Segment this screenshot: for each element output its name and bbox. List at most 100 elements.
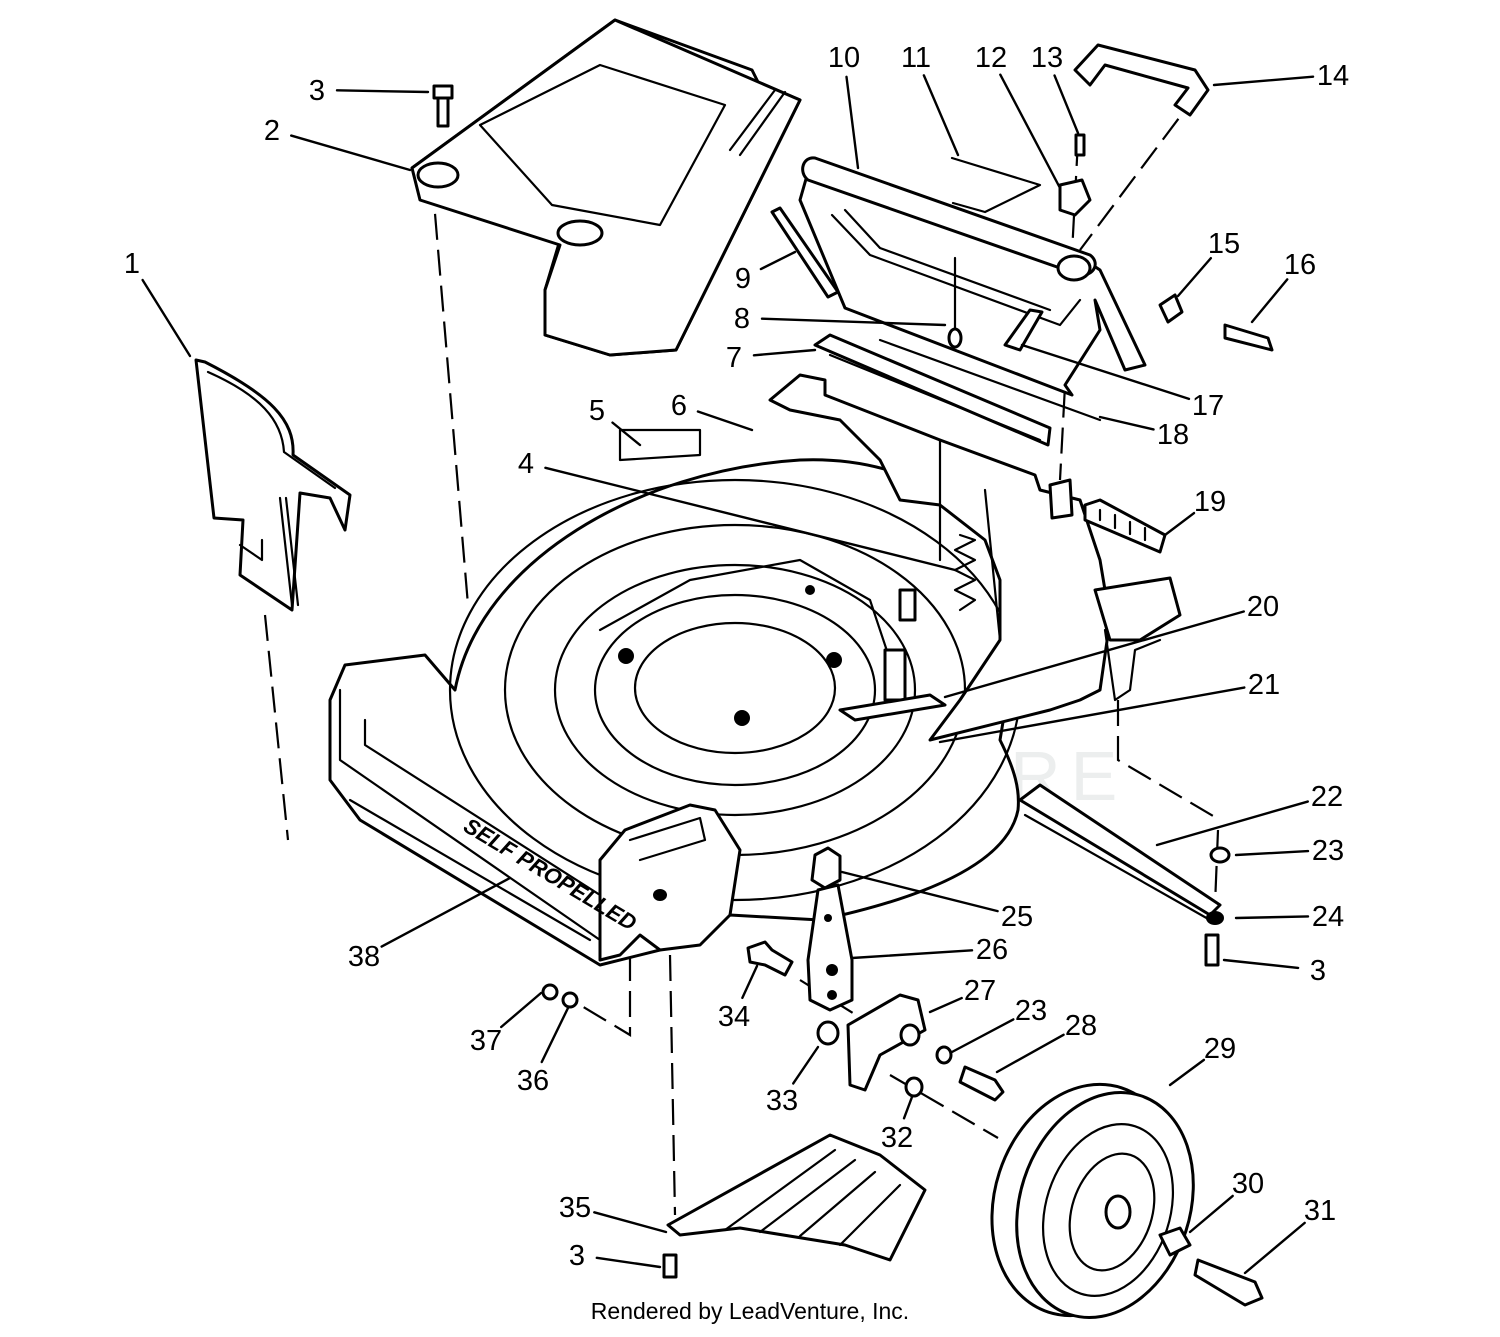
callout-number: 19 bbox=[1194, 486, 1226, 518]
leader-line bbox=[1243, 1221, 1306, 1275]
wheel-bracket bbox=[816, 993, 1005, 1102]
leader-line bbox=[1250, 278, 1289, 324]
callout-number: 12 bbox=[975, 42, 1007, 74]
leader-line bbox=[1176, 256, 1213, 298]
callout-c27: 27 bbox=[928, 975, 996, 1014]
callout-number: 38 bbox=[348, 941, 380, 973]
callout-c9: 9 bbox=[735, 250, 797, 295]
leader-line bbox=[544, 466, 957, 572]
leader-line bbox=[380, 876, 512, 948]
rear-axle-hardware bbox=[1204, 846, 1231, 967]
callout-number: 15 bbox=[1208, 228, 1240, 260]
leader-line bbox=[922, 74, 960, 157]
callout-c18: 18 bbox=[1098, 415, 1189, 451]
callout-c30: 30 bbox=[1188, 1168, 1264, 1234]
leader-line bbox=[1155, 800, 1309, 847]
leader-line bbox=[792, 1045, 820, 1085]
callout-c37: 37 bbox=[470, 991, 543, 1057]
leader-line bbox=[1020, 343, 1191, 401]
callout-number: 9 bbox=[735, 263, 751, 295]
engine-cover bbox=[410, 18, 802, 357]
callout-number: 24 bbox=[1312, 901, 1344, 933]
callout-c3b: 3 bbox=[1222, 955, 1326, 987]
callout-c16: 16 bbox=[1250, 249, 1316, 324]
rear-deflector bbox=[194, 358, 352, 612]
callout-c23b: 23 bbox=[950, 995, 1047, 1054]
callout-number: 34 bbox=[718, 1001, 750, 1033]
callout-number: 6 bbox=[671, 390, 687, 422]
callout-number: 36 bbox=[517, 1065, 549, 1097]
decal-clip bbox=[950, 133, 1092, 217]
callout-number: 1 bbox=[124, 248, 140, 280]
leader-line bbox=[950, 1018, 1015, 1054]
rear-wheel bbox=[990, 1082, 1264, 1319]
leader-line bbox=[928, 996, 963, 1014]
callout-c7: 7 bbox=[726, 342, 817, 374]
callout-number: 16 bbox=[1284, 249, 1316, 281]
rear-guard bbox=[662, 1133, 927, 1279]
leader-line bbox=[1053, 74, 1080, 135]
callout-number: 30 bbox=[1232, 1168, 1264, 1200]
callout-number: 33 bbox=[766, 1085, 798, 1117]
leader-line bbox=[1222, 958, 1300, 970]
callout-number: 17 bbox=[1192, 390, 1224, 422]
callout-c20: 20 bbox=[943, 591, 1279, 699]
callout-c25: 25 bbox=[840, 870, 1033, 933]
callout-c24: 24 bbox=[1234, 901, 1344, 933]
leader-line bbox=[845, 75, 860, 170]
callout-c19: 19 bbox=[1163, 486, 1226, 537]
leader-line bbox=[995, 1033, 1065, 1074]
callout-number: 31 bbox=[1304, 1195, 1336, 1227]
callout-number: 25 bbox=[1001, 901, 1033, 933]
callout-c14: 14 bbox=[1212, 60, 1349, 92]
leader-line bbox=[500, 991, 543, 1029]
callout-number: 4 bbox=[518, 448, 534, 480]
callout-number: 3 bbox=[1310, 955, 1326, 987]
leader-line bbox=[999, 73, 1062, 190]
leader-line bbox=[1163, 511, 1196, 537]
callout-number: 20 bbox=[1247, 591, 1279, 623]
callout-c23a: 23 bbox=[1234, 835, 1344, 867]
control-parts bbox=[770, 206, 1274, 447]
callout-c22: 22 bbox=[1155, 781, 1343, 847]
callout-c34: 34 bbox=[718, 964, 759, 1033]
callout-number: 2 bbox=[264, 115, 280, 147]
leader-line bbox=[1212, 75, 1315, 87]
callout-c31: 31 bbox=[1243, 1195, 1336, 1275]
callout-c38: 38 bbox=[348, 876, 512, 973]
leader-line bbox=[696, 410, 754, 432]
callout-number: 5 bbox=[589, 395, 605, 427]
callout-number: 27 bbox=[964, 975, 996, 1007]
callout-c6: 6 bbox=[671, 390, 754, 432]
leader-line bbox=[938, 686, 1246, 744]
callout-number: 37 bbox=[470, 1025, 502, 1057]
callout-c17: 17 bbox=[1020, 343, 1224, 422]
leader-line bbox=[1098, 415, 1155, 431]
callout-c33: 33 bbox=[766, 1045, 820, 1117]
callout-number: 26 bbox=[976, 934, 1008, 966]
leader-line bbox=[1188, 1194, 1234, 1234]
leader-line bbox=[1168, 1058, 1206, 1087]
leader-line bbox=[335, 89, 430, 94]
callout-number: 32 bbox=[881, 1122, 913, 1154]
callout-c12: 12 bbox=[975, 42, 1062, 190]
callout-number: 23 bbox=[1015, 995, 1047, 1027]
leader-line bbox=[752, 348, 817, 357]
callout-number: 18 bbox=[1157, 419, 1189, 451]
callout-number: 29 bbox=[1204, 1033, 1236, 1065]
leader-line bbox=[943, 610, 1245, 699]
callout-c3c: 3 bbox=[569, 1240, 662, 1272]
callout-c28: 28 bbox=[995, 1010, 1097, 1074]
callout-c15: 15 bbox=[1176, 228, 1240, 298]
callout-number: 35 bbox=[559, 1192, 591, 1224]
mower-deck: SELF PROPELLED bbox=[328, 373, 1222, 967]
callout-number: 3 bbox=[309, 75, 325, 107]
callout-number: 14 bbox=[1317, 60, 1349, 92]
small-nuts bbox=[541, 983, 579, 1009]
leader-line bbox=[850, 949, 974, 960]
leader-line bbox=[595, 1256, 662, 1269]
callout-number: 28 bbox=[1065, 1010, 1097, 1042]
leader-line bbox=[1234, 915, 1310, 920]
